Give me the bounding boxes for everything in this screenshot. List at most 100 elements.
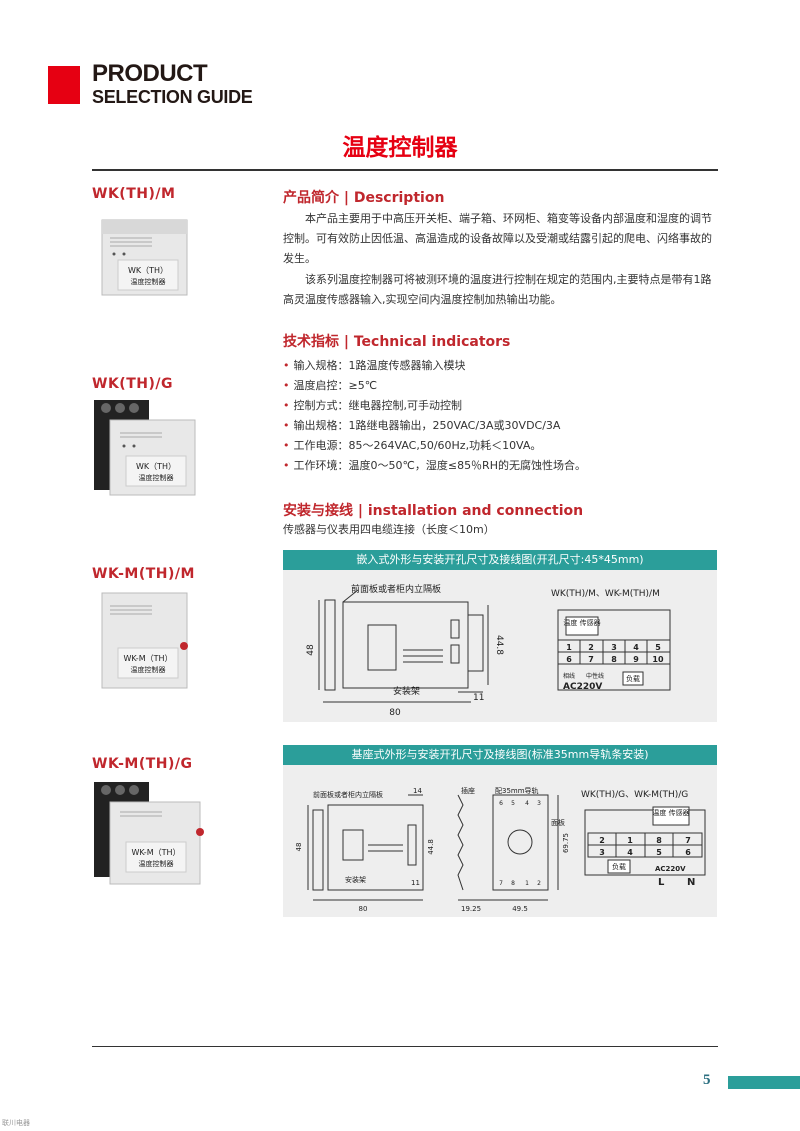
terminal-7b: 7 (685, 836, 691, 845)
model-label-1: WK(TH)/M (92, 186, 176, 202)
panel-label-2: 前面板或者柜内立隔板 (313, 790, 383, 799)
bracket-label: 安装架 (393, 685, 420, 697)
terminal-3b: 3 (599, 848, 605, 857)
diagram-base-title: 基座式外形与安装开孔尺寸及接线图(标准35mm导轨条安装) (283, 745, 717, 765)
page-bar (728, 1076, 800, 1089)
panel-label: 前面板或者柜内立隔板 (351, 583, 441, 595)
neutral-n-label: N (687, 877, 695, 888)
product-image-wk-th-m: WK（TH） 温度控制器 (101, 219, 188, 296)
diagram-embedded-drawing: 前面板或者柜内立隔板 安装架 48 44.8 80 11 WK(TH)/M、WK… (306, 583, 671, 718)
spec-item: 温度启控：≥5℃ (283, 376, 586, 396)
terminal-8b: 8 (656, 836, 662, 845)
installation-heading: 安装与接线 | installation and connection (283, 503, 584, 519)
product-label-top-m: WK-M（TH） (123, 654, 172, 663)
page-number: 5 (703, 1072, 711, 1088)
terminal-4: 4 (633, 643, 639, 652)
product-label-bottom: 温度控制器 (139, 859, 174, 868)
bracket-label-2: 安装架 (345, 875, 366, 884)
model-label-3: WK-M(TH)/M (92, 566, 195, 582)
pin-3: 3 (537, 800, 541, 807)
load-label-2: 负载 (612, 862, 626, 871)
wiring-title-1: WK(TH)/M、WK-M(TH)/M (551, 589, 660, 599)
description-paragraph-2: 该系列温度控制器可将被测环境的温度进行控制在规定的范围内,主要特点是带有1路高灵… (283, 273, 712, 306)
phase-label: 相线 (563, 672, 575, 680)
supply-label-2: AC220V (655, 865, 686, 873)
dim-80-b: 80 (359, 905, 368, 913)
terminal-6b: 6 (685, 848, 691, 857)
diagram-embedded: 嵌入式外形与安装开孔尺寸及接线图(开孔尺寸:45*45mm) 前面板或者柜内立隔… (283, 550, 717, 722)
dim-44-8-b: 44.8 (427, 839, 435, 855)
terminal-1: 1 (566, 643, 572, 652)
terminal-3: 3 (611, 643, 617, 652)
dim-48: 48 (306, 644, 316, 656)
spec-item: 输入规格：1路温度传感器输入模块 (283, 356, 586, 376)
dim-44-8: 44.8 (494, 635, 504, 655)
technical-list: 输入规格：1路温度传感器输入模块 温度启控：≥5℃ 控制方式：继电器控制,可手动… (283, 356, 586, 476)
model-label-2: WK(TH)/G (92, 376, 173, 392)
brand-logo-text: PRODUCT SELECTION GUIDE (92, 60, 253, 107)
bottom-divider (92, 1046, 718, 1047)
page-title: 温度控制器 (342, 135, 458, 161)
terminal-6: 6 (566, 655, 572, 664)
pin-4: 4 (525, 800, 529, 807)
terminal-2: 2 (588, 643, 594, 652)
technical-heading: 技术指标 | Technical indicators (283, 334, 511, 350)
rail-label: 配35mm导轨 (495, 786, 539, 795)
description-paragraph-1: 本产品主要用于中高压开关柜、端子箱、环网柜、箱变等设备内部温度和湿度的调节控制。… (283, 212, 712, 265)
dim-14: 14 (413, 787, 422, 795)
sensor-label: 温度 传感器 (563, 618, 600, 627)
terminal-5b: 5 (656, 848, 662, 857)
description-heading: 产品简介 | Description (283, 190, 445, 206)
socket-label: 插座 (461, 786, 475, 795)
dim-11-b: 11 (411, 879, 420, 887)
terminal-2b: 2 (599, 836, 605, 845)
title-divider (92, 169, 718, 171)
dim-69-75: 69.75 (562, 833, 570, 853)
footer-watermark: 联川电器 (2, 1119, 30, 1127)
product-image-wk-m-th-g: WK-M（TH） 温度控制器 (94, 782, 204, 885)
supply-label: AC220V (563, 682, 602, 692)
product-image-wk-th-g: WK（TH） 温度控制器 (94, 400, 196, 496)
installation-note: 传感器与仪表用四电缆连接（长度＜10m） (283, 523, 495, 536)
product-label-top: WK（TH） (136, 462, 176, 471)
dim-48-b: 48 (295, 843, 303, 852)
terminal-7: 7 (588, 655, 594, 664)
spec-item: 控制方式：继电器控制,可手动控制 (283, 396, 586, 416)
dim-49-5: 49.5 (512, 905, 528, 913)
terminal-8: 8 (611, 655, 617, 664)
spec-item: 工作电源：85～264VAC,50/60Hz,功耗＜10VA。 (283, 436, 586, 456)
brand-line1: PRODUCT (92, 60, 208, 87)
product-label-top: WK（TH） (128, 266, 168, 275)
pin-8: 8 (511, 880, 515, 887)
spec-item: 工作环境：温度0～50℃，湿度≤85％RH的无腐蚀性场合。 (283, 456, 586, 476)
pin-1: 1 (525, 880, 529, 887)
brand-logo-square (48, 66, 80, 104)
diagram-embedded-title: 嵌入式外形与安装开孔尺寸及接线图(开孔尺寸:45*45mm) (283, 550, 717, 570)
load-label: 负载 (626, 674, 640, 683)
product-label-bottom: 温度控制器 (131, 665, 166, 674)
pin-2: 2 (537, 880, 541, 887)
terminal-4b: 4 (627, 848, 633, 857)
face-label: 面板 (551, 818, 565, 827)
terminal-1b: 1 (627, 836, 633, 845)
dim-19-25: 19.25 (461, 905, 481, 913)
product-label-top-m: WK-M（TH） (131, 848, 180, 857)
product-image-wk-m-th-m: WK-M（TH） 温度控制器 (101, 592, 188, 689)
spec-item: 输出规格：1路继电器输出，250VAC/3A或30VDC/3A (283, 416, 586, 436)
brand-line2: SELECTION GUIDE (92, 87, 253, 107)
terminal-9: 9 (633, 655, 639, 664)
model-label-4: WK-M(TH)/G (92, 756, 193, 772)
dim-80: 80 (389, 708, 401, 718)
dim-11: 11 (473, 693, 484, 703)
product-label-bottom: 温度控制器 (131, 277, 166, 286)
diagram-base-drawing: 前面板或者柜内立隔板 14 插座 配35mm导轨 面板 69.75 48 44.… (295, 786, 706, 913)
pin-6: 6 (499, 800, 503, 807)
pin-5: 5 (511, 800, 515, 807)
neutral-label: 中性线 (586, 672, 604, 680)
pin-7: 7 (499, 880, 503, 887)
wiring-title-2: WK(TH)/G、WK-M(TH)/G (581, 790, 688, 800)
sensor-label-2: 温度 传感器 (652, 808, 689, 817)
terminal-5: 5 (655, 643, 661, 652)
terminal-10: 10 (652, 655, 664, 664)
line-label: L (658, 877, 665, 888)
